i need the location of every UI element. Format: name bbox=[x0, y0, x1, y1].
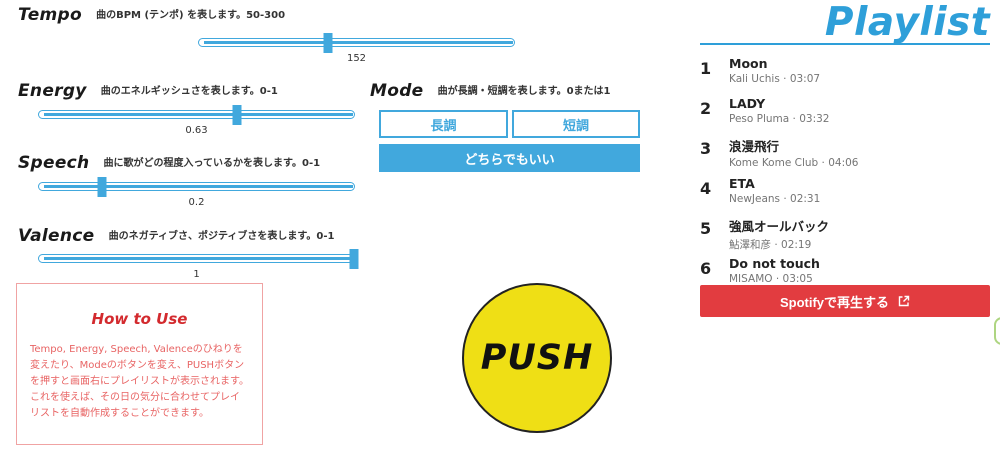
track-row: 6 Do not touch MISAMO · 03:05 bbox=[700, 256, 990, 296]
track-number: 2 bbox=[700, 99, 712, 118]
speech-header: Speech 曲に歌がどの程度入っているかを表します。0-1 bbox=[18, 153, 320, 173]
energy-slider[interactable]: 0.63 bbox=[38, 105, 355, 136]
track-row: 5 強風オールバック 鮎澤和彦 · 02:19 bbox=[700, 216, 990, 256]
track-meta: NewJeans · 02:31 bbox=[729, 193, 821, 205]
track-info: ETA NewJeans · 02:31 bbox=[729, 176, 990, 205]
tempo-slider-track[interactable] bbox=[198, 33, 515, 53]
energy-value: 0.63 bbox=[185, 125, 208, 136]
track-meta: Kali Uchis · 03:07 bbox=[729, 73, 821, 85]
mode-either-button[interactable]: どちらでもいい bbox=[379, 144, 640, 172]
valence-value: 1 bbox=[193, 269, 200, 280]
mode-description: 曲が長調・短調を表します。0または1 bbox=[437, 86, 611, 97]
tempo-label: Tempo bbox=[18, 5, 82, 25]
mode-major-button[interactable]: 長調 bbox=[379, 110, 508, 138]
external-link-icon bbox=[898, 295, 910, 307]
push-button[interactable]: PUSH bbox=[462, 283, 612, 433]
speech-description: 曲に歌がどの程度入っているかを表します。0-1 bbox=[103, 158, 321, 169]
valence-description: 曲のネガティブさ、ポジティブさを表します。0-1 bbox=[108, 231, 335, 242]
valence-slider-thumb[interactable] bbox=[349, 249, 359, 269]
track-info: 強風オールバック 鮎澤和彦 · 02:19 bbox=[729, 216, 990, 252]
track-row: 1 Moon Kali Uchis · 03:07 bbox=[700, 56, 990, 96]
energy-header: Energy 曲のエネルギッシュさを表します。0-1 bbox=[18, 81, 278, 101]
how-to-use-title: How to Use bbox=[91, 310, 188, 328]
speech-slider-track[interactable] bbox=[38, 177, 355, 197]
mode-minor-button[interactable]: 短調 bbox=[512, 110, 640, 138]
tempo-slider-thumb[interactable] bbox=[323, 33, 333, 53]
tempo-value: 152 bbox=[346, 53, 367, 64]
energy-slider-bar bbox=[44, 113, 353, 116]
tempo-slider-bar bbox=[204, 41, 513, 44]
speech-slider-bar bbox=[44, 185, 353, 188]
track-meta: MISAMO · 03:05 bbox=[729, 273, 813, 285]
energy-slider-thumb[interactable] bbox=[232, 105, 242, 125]
track-number: 1 bbox=[700, 59, 712, 78]
track-row: 2 LADY Peso Pluma · 03:32 bbox=[700, 96, 990, 136]
track-info: 浪漫飛行 Kome Kome Club · 04:06 bbox=[729, 136, 990, 169]
track-row: 3 浪漫飛行 Kome Kome Club · 04:06 bbox=[700, 136, 990, 176]
track-title: 強風オールバック bbox=[729, 219, 830, 234]
track-info: Moon Kali Uchis · 03:07 bbox=[729, 56, 990, 85]
track-number: 6 bbox=[700, 259, 712, 278]
track-number: 5 bbox=[700, 219, 712, 238]
energy-slider-track[interactable] bbox=[38, 105, 355, 125]
tempo-description: 曲のBPM (テンポ) を表します。50-300 bbox=[96, 10, 286, 21]
energy-description: 曲のエネルギッシュさを表します。0-1 bbox=[100, 86, 278, 97]
mode-label: Mode bbox=[370, 81, 424, 101]
how-to-use-body: Tempo, Energy, Speech, Valenceのひねりを変えたり、… bbox=[30, 344, 249, 419]
energy-label: Energy bbox=[18, 81, 87, 101]
playlist-title: Playlist bbox=[824, 0, 990, 45]
spotify-play-label: Spotifyで再生する bbox=[779, 294, 890, 310]
track-info: LADY Peso Pluma · 03:32 bbox=[729, 96, 990, 125]
playlist-divider bbox=[700, 43, 990, 45]
valence-slider-bar bbox=[44, 257, 353, 260]
valence-slider[interactable]: 1 bbox=[38, 249, 359, 280]
track-number: 3 bbox=[700, 139, 712, 158]
track-row: 4 ETA NewJeans · 02:31 bbox=[700, 176, 990, 216]
mode-header: Mode 曲が長調・短調を表します。0または1 bbox=[370, 81, 611, 101]
playlist-track-list: 1 Moon Kali Uchis · 03:07 2 LADY Peso Pl… bbox=[700, 56, 990, 296]
track-title: LADY bbox=[729, 96, 766, 111]
spotify-play-button[interactable]: Spotifyで再生する bbox=[700, 285, 990, 317]
valence-label: Valence bbox=[18, 226, 95, 246]
track-meta: 鮎澤和彦 · 02:19 bbox=[729, 239, 812, 251]
track-title: Moon bbox=[729, 56, 768, 71]
track-meta: Peso Pluma · 03:32 bbox=[729, 113, 830, 125]
speech-slider[interactable]: 0.2 bbox=[38, 177, 355, 208]
speech-slider-thumb[interactable] bbox=[97, 177, 107, 197]
track-title: 浪漫飛行 bbox=[729, 139, 780, 154]
tempo-header: Tempo 曲のBPM (テンポ) を表します。50-300 bbox=[18, 5, 285, 25]
push-button-label: PUSH bbox=[480, 338, 594, 378]
valence-header: Valence 曲のネガティブさ、ポジティブさを表します。0-1 bbox=[18, 226, 334, 246]
how-to-use-box: How to Use Tempo, Energy, Speech, Valenc… bbox=[16, 283, 263, 445]
clipped-green-element bbox=[994, 317, 1000, 345]
track-title: ETA bbox=[729, 176, 755, 191]
track-title: Do not touch bbox=[729, 256, 820, 271]
track-number: 4 bbox=[700, 179, 712, 198]
track-info: Do not touch MISAMO · 03:05 bbox=[729, 256, 990, 285]
speech-label: Speech bbox=[18, 153, 90, 173]
speech-value: 0.2 bbox=[188, 197, 205, 208]
valence-slider-track[interactable] bbox=[38, 249, 359, 269]
tempo-slider[interactable]: 152 bbox=[198, 33, 515, 64]
track-meta: Kome Kome Club · 04:06 bbox=[729, 157, 859, 169]
